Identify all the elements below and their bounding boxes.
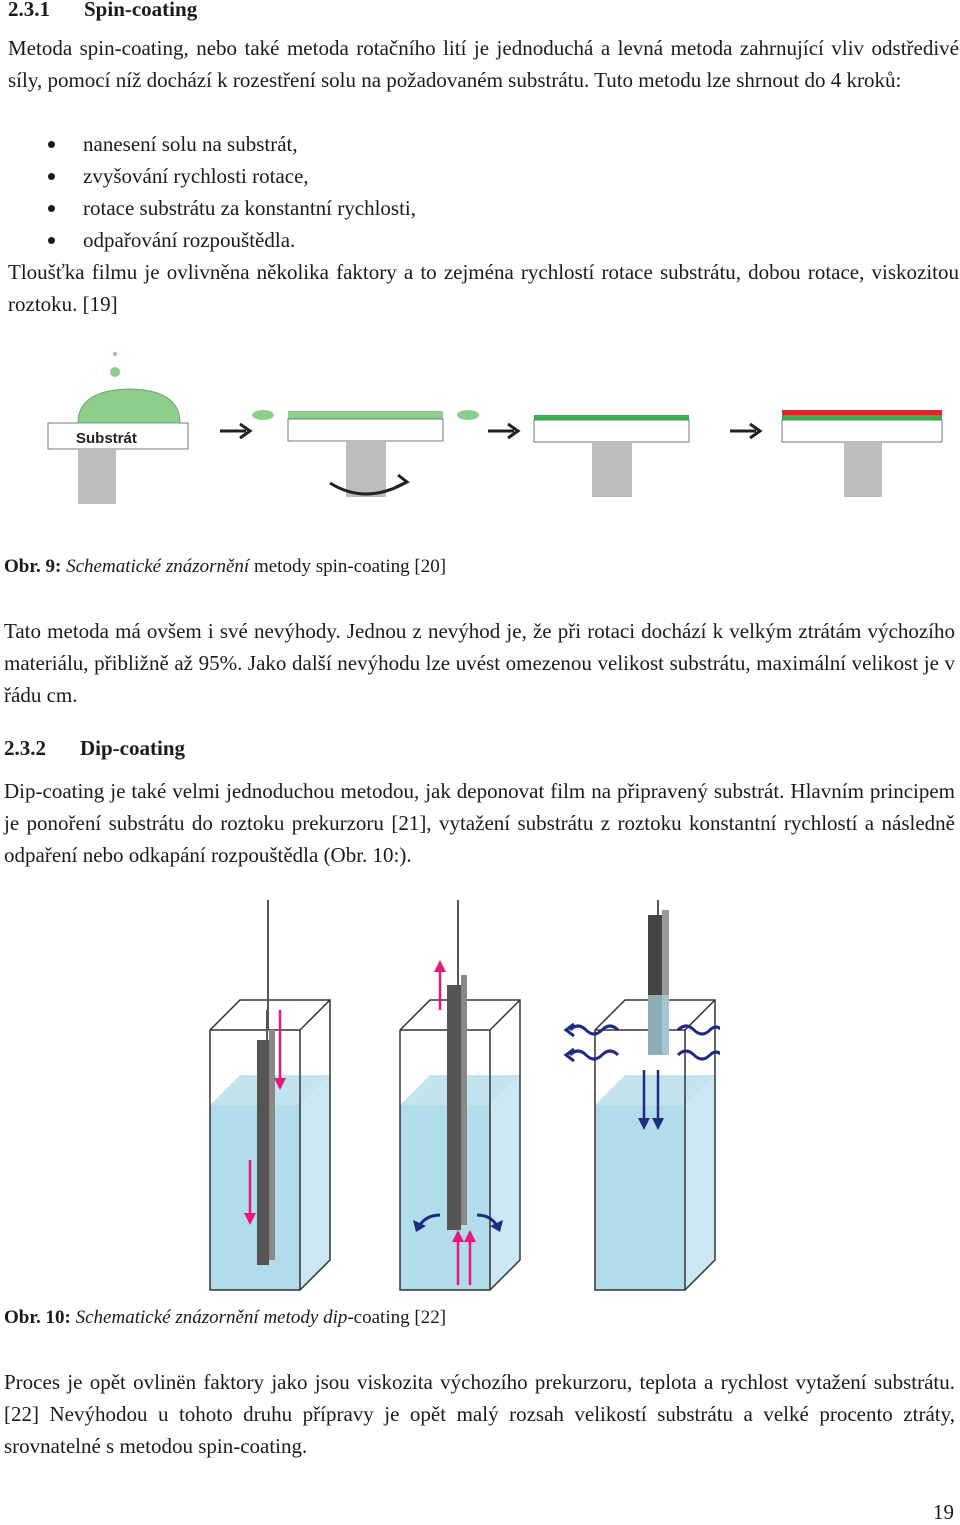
dip-tank-3: [563, 900, 720, 1291]
spin-stage-3: [533, 415, 690, 497]
spin-stage-2: [252, 410, 479, 497]
caption-italic: Schematické znázornění metody dip: [75, 1307, 348, 1328]
arrow-icon: [488, 422, 521, 440]
substrate-label: Substrát: [76, 430, 137, 447]
paragraph-dip-intro: Dip-coating je také velmi jednoduchou me…: [4, 779, 955, 867]
section-heading-dip-coating: 2.3.2 Dip-coating: [4, 736, 185, 761]
caption-label: Obr. 9:: [4, 556, 62, 577]
dip-tank-2: [399, 900, 521, 1291]
figure-caption-9: Obr. 9: Schematické znázornění metody sp…: [4, 556, 446, 578]
section-number: 2.3.2: [4, 736, 46, 760]
evaporation-wave-icon: [568, 1049, 620, 1061]
section-title: Dip-coating: [80, 736, 185, 760]
evaporation-wave-icon: [568, 1024, 620, 1036]
arrow-icon: [220, 422, 253, 440]
list-item: odpařování rozpouštědla.: [8, 224, 908, 256]
page-number: 19: [933, 1500, 954, 1524]
list-item: zvyšování rychlosti rotace,: [8, 160, 908, 192]
dip-tank-1: [209, 900, 331, 1291]
dip-coating-figure: [209, 900, 720, 1291]
caption-rest: -coating [22]: [347, 1307, 447, 1328]
spin-coating-figure: Substrát: [47, 352, 943, 504]
evaporation-wave-icon: [676, 1024, 720, 1036]
paragraph-dip-factors: Proces je opět ovlinën faktory jako jsou…: [4, 1370, 955, 1458]
section-heading-spin-coating: 2.3.1 Spin-coating: [8, 0, 197, 22]
paragraph-spin-drawbacks: Tato metoda má ovšem i své nevýhody. Jed…: [4, 619, 955, 707]
paragraph-film-thickness: Tloušťka filmu je ovlivněna několika fak…: [8, 260, 959, 316]
list-item: nanesení solu na substrát,: [8, 128, 908, 160]
caption-rest: metody spin-coating [20]: [253, 556, 447, 577]
spin-stage-4: [781, 410, 943, 497]
list-item: rotace substrátu za konstantní rychlosti…: [8, 192, 908, 224]
arrow-icon: [730, 422, 763, 440]
steps-list: nanesení solu na substrát, zvyšování ryc…: [8, 128, 908, 256]
spin-stage-1: Substrát: [47, 352, 189, 504]
figure-caption-10: Obr. 10: Schematické znázornění metody d…: [4, 1307, 446, 1329]
section-number: 2.3.1: [8, 0, 50, 21]
caption-italic: Schematické znázornění: [66, 556, 250, 577]
evaporation-wave-icon: [676, 1049, 720, 1061]
caption-label: Obr. 10:: [4, 1307, 71, 1328]
section-title: Spin-coating: [84, 0, 198, 21]
paragraph-spin-intro: Metoda spin-coating, nebo také metoda ro…: [8, 36, 959, 92]
